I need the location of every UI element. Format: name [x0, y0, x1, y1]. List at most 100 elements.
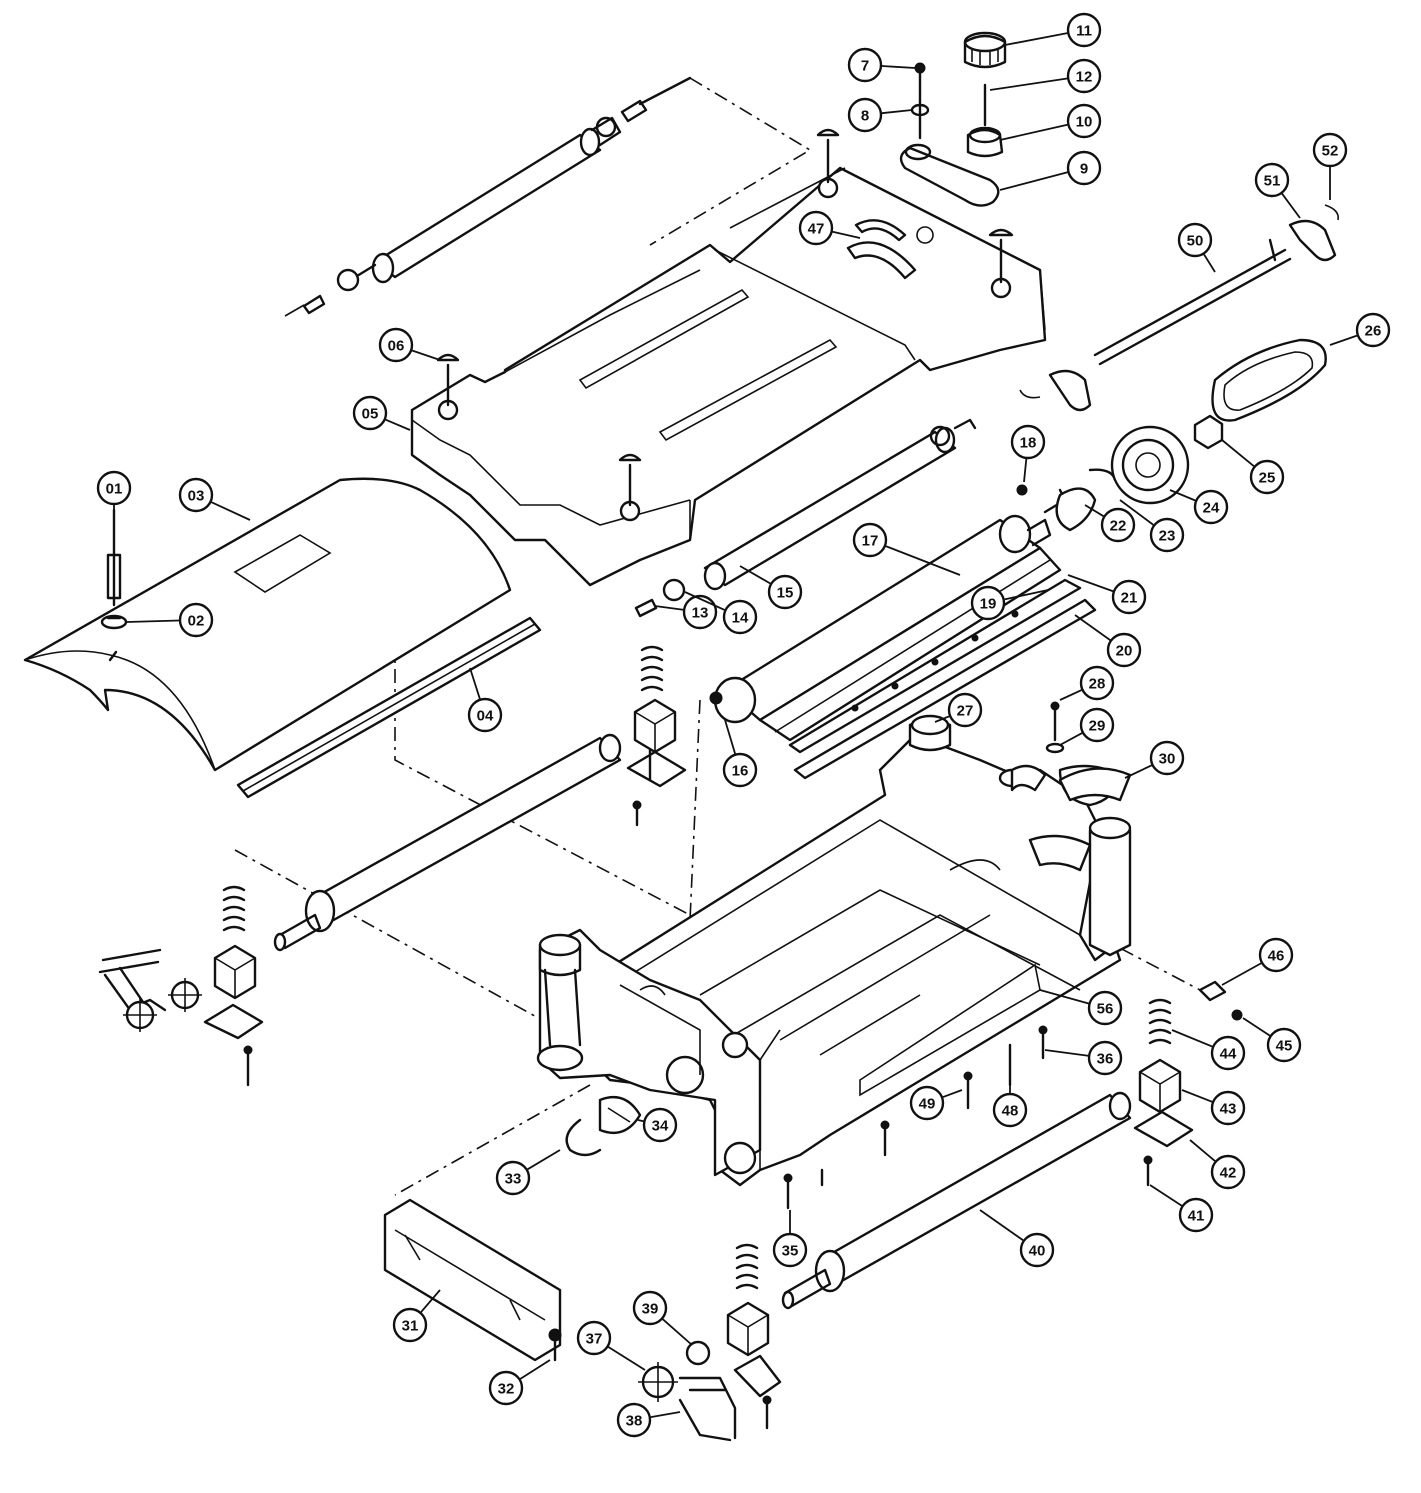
upper-outfeed-roller	[284, 76, 692, 317]
callout-19: 19	[970, 585, 1049, 621]
callout-leader	[126, 619, 180, 623]
callout-leader	[1039, 989, 1089, 1005]
callout-leader	[1059, 732, 1083, 746]
callout-17: 17	[852, 522, 961, 576]
callout-number: 15	[777, 585, 794, 602]
callout-number: 21	[1121, 590, 1138, 607]
callout-39: 39	[632, 1290, 693, 1346]
callout-number: 42	[1220, 1165, 1237, 1182]
callout-circle	[1149, 517, 1185, 553]
callout-number: 20	[1116, 643, 1133, 660]
callout-number: 03	[188, 488, 205, 505]
callout-number: 26	[1365, 323, 1382, 340]
callout-leader	[662, 1318, 693, 1346]
callout-01: 01	[96, 470, 132, 512]
callout-number: 49	[919, 1096, 936, 1113]
callout-16: 16	[722, 719, 758, 788]
callout-leader	[527, 1149, 561, 1171]
cover-rod	[236, 616, 542, 799]
callout-circle	[1087, 1040, 1123, 1076]
callout-circle	[722, 599, 758, 635]
callout-circle	[1066, 12, 1102, 48]
callout-number: 36	[1097, 1051, 1114, 1068]
callout-number: 37	[586, 1331, 603, 1348]
callout-circle	[1254, 162, 1290, 198]
callout-leader	[654, 605, 684, 611]
callout-number: 14	[732, 610, 749, 627]
callout-leader	[1023, 458, 1028, 483]
callout-30: 30	[1124, 740, 1185, 779]
lever-shaft	[1019, 204, 1340, 412]
callout-circle	[847, 47, 883, 83]
callout-leader	[650, 1411, 681, 1418]
callout-22: 22	[1084, 504, 1136, 543]
callout-number: 40	[1029, 1243, 1046, 1260]
callout-leader	[1281, 193, 1301, 219]
callout-circle	[1066, 58, 1102, 94]
callout-number: 41	[1188, 1208, 1205, 1225]
callout-leader	[1074, 614, 1111, 641]
callout-number: 56	[1097, 1001, 1114, 1018]
callout-circle	[1266, 1027, 1302, 1063]
callout-36: 36	[1044, 1040, 1123, 1076]
chain-sprockets-bottom	[638, 1340, 737, 1442]
callout-circle	[1177, 222, 1213, 258]
callout-circle	[798, 210, 834, 246]
callout-number: 34	[652, 1118, 669, 1135]
callout-circle	[642, 1107, 678, 1143]
planer-base	[536, 714, 1132, 1187]
callout-leader	[519, 1359, 551, 1380]
spacer-clips	[565, 1095, 642, 1157]
callout-leader	[1221, 439, 1255, 467]
callout-circle	[392, 1307, 428, 1343]
callout-number: 9	[1080, 161, 1088, 178]
callout-circle	[1100, 507, 1136, 543]
callout-leader	[1203, 253, 1216, 273]
motor-bracket	[1028, 767, 1132, 872]
callout-number: 35	[782, 1243, 799, 1260]
callout-number: 51	[1264, 173, 1281, 190]
callout-number: 16	[732, 763, 749, 780]
callout-52: 52	[1312, 132, 1348, 200]
callout-leader	[989, 77, 1068, 91]
callout-leader	[724, 719, 736, 754]
callout-38: 38	[616, 1402, 681, 1438]
callout-48: 48	[992, 1080, 1028, 1128]
callout-31: 31	[392, 1289, 441, 1343]
callout-number: 45	[1276, 1038, 1293, 1055]
callout-number: 31	[402, 1318, 419, 1335]
callout-leader	[1067, 574, 1114, 593]
callout-11: 11	[1004, 12, 1102, 48]
callout-45: 45	[1242, 1017, 1302, 1063]
depth-adjust-handle	[899, 31, 1007, 207]
callout-leader	[385, 418, 411, 431]
callout-leader	[739, 565, 771, 585]
callout-circle	[1087, 990, 1123, 1026]
callout-leader	[1004, 32, 1068, 46]
callout-leader	[832, 230, 861, 239]
callout-03: 03	[178, 477, 251, 521]
callout-circle	[352, 395, 388, 431]
callout-number: 46	[1268, 948, 1285, 965]
callout-circle	[1178, 1197, 1214, 1233]
callout-circle	[1210, 1154, 1246, 1190]
callout-56: 56	[1039, 989, 1123, 1026]
callout-50: 50	[1177, 222, 1216, 273]
callout-circle	[1210, 1090, 1246, 1126]
callout-7: 7	[847, 47, 916, 83]
fasteners	[783, 701, 1243, 1210]
callout-10: 10	[999, 103, 1102, 141]
callout-leader	[1242, 1017, 1271, 1037]
infeed-roller-upper	[273, 733, 622, 952]
callout-34: 34	[637, 1107, 678, 1143]
callout-number: 19	[980, 596, 997, 613]
callout-circle	[467, 697, 503, 733]
callout-number: 04	[477, 708, 494, 725]
drive-assembly	[1016, 338, 1327, 532]
callout-circle	[488, 1370, 524, 1406]
callout-04: 04	[467, 667, 503, 733]
callout-leader	[1181, 1089, 1213, 1103]
callout-leader	[1044, 1049, 1089, 1057]
callout-18: 18	[1010, 424, 1046, 483]
callout-leader	[420, 1289, 441, 1313]
